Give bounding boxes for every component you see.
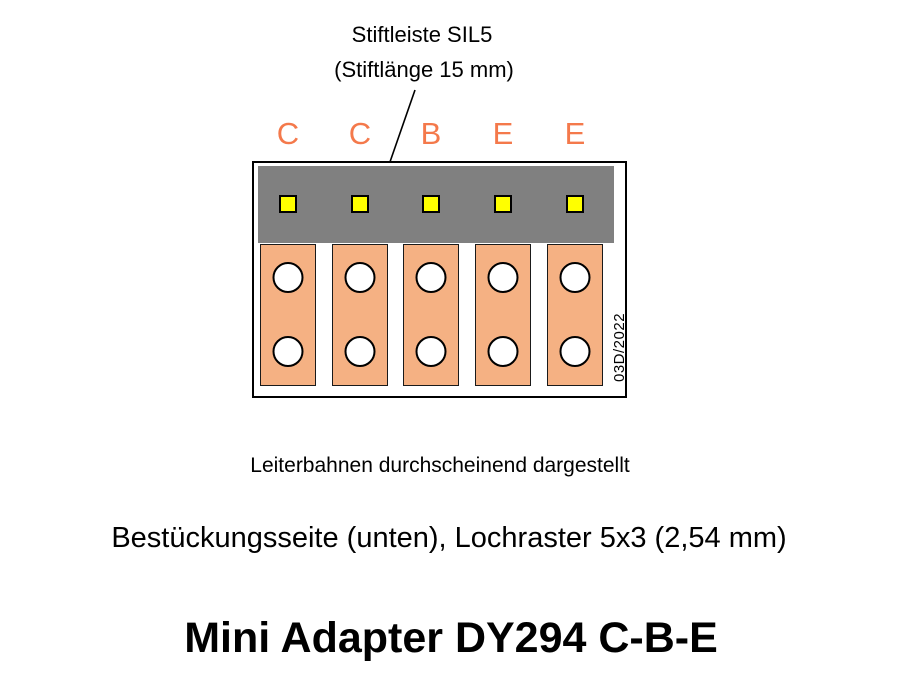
- trace-strip-2: [332, 244, 388, 386]
- hole: [344, 262, 376, 293]
- pin-pad-3: [422, 195, 440, 213]
- hole: [344, 336, 376, 367]
- annotation-header-line1: Stiftleiste SIL5: [351, 22, 493, 47]
- hole: [559, 336, 591, 367]
- pin-pad-1: [279, 195, 297, 213]
- trace-strip-3: [403, 244, 459, 386]
- hole: [415, 262, 447, 293]
- pin-label-2: C: [348, 116, 372, 151]
- hole: [559, 262, 591, 293]
- subtitle-text: Bestückungsseite (unten), Lochraster 5x3…: [111, 522, 787, 554]
- hole: [487, 262, 519, 293]
- pin-pad-4: [494, 195, 512, 213]
- pin-label-5: E: [564, 116, 586, 151]
- note-text: Leiterbahnen durchscheinend dargestellt: [250, 454, 630, 477]
- hole: [272, 336, 304, 367]
- annotation-header-line2: (Stiftlänge 15 mm): [334, 57, 514, 82]
- trace-strip-1: [260, 244, 316, 386]
- pin-pad-5: [566, 195, 584, 213]
- pin-label-4: E: [492, 116, 514, 151]
- trace-strip-4: [475, 244, 531, 386]
- hole: [415, 336, 447, 367]
- page-title: Mini Adapter DY294 C-B-E: [184, 614, 718, 662]
- pin-pad-2: [351, 195, 369, 213]
- hole: [272, 262, 304, 293]
- pin-label-3: B: [420, 116, 442, 151]
- pin-label-1: C: [276, 116, 300, 151]
- hole: [487, 336, 519, 367]
- date-code: 03D/2022: [611, 312, 628, 382]
- trace-strip-5: [547, 244, 603, 386]
